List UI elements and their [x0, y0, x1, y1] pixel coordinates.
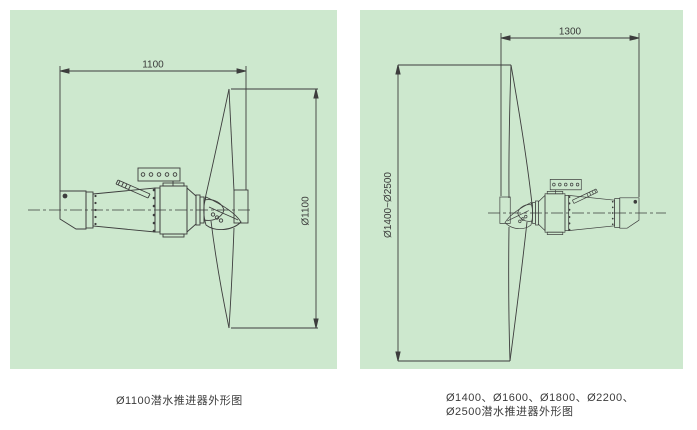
propeller-blades	[508, 64, 533, 362]
right-caption-line1: Ø1400、Ø1600、Ø1800、Ø2200、	[446, 392, 635, 404]
left-drawing-caption: Ø1100潜水推进器外形图	[116, 395, 243, 407]
diameter-dimension-label: Ø1100	[301, 196, 312, 226]
right-panel-background	[360, 10, 683, 369]
right-drawing-panel: 1300 Ø1400~Ø2500	[360, 10, 683, 369]
left-drawing-panel: 1100 Ø1100	[10, 10, 337, 369]
right-drawing-caption: Ø1400、Ø1600、Ø1800、Ø2200、 Ø2500潜水推进器外形图	[446, 391, 634, 419]
length-dimension: 1300	[500, 27, 640, 197]
diameter-dimension: Ø1100	[231, 88, 319, 329]
length-dimension-label: 1300	[559, 27, 582, 38]
propeller-blades	[204, 88, 235, 329]
length-dimension: 1100	[59, 60, 247, 191]
length-dimension-label: 1100	[142, 60, 164, 71]
left-panel-background	[10, 10, 337, 369]
right-caption-line2: Ø2500潜水推进器外形图	[446, 406, 574, 418]
diameter-dimension: Ø1400~Ø2500	[383, 64, 511, 362]
diameter-dimension-label: Ø1400~Ø2500	[383, 172, 394, 238]
